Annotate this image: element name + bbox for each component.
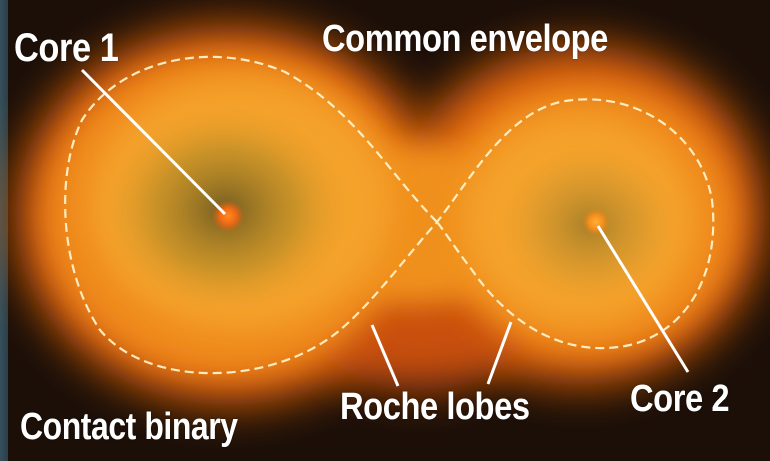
core1-label: Core 1: [14, 28, 118, 68]
core2-spot: [582, 208, 610, 236]
common-envelope-label: Common envelope: [322, 20, 608, 58]
roche-lobes-label: Roche lobes: [340, 388, 530, 426]
contact-binary-label: Contact binary: [20, 408, 238, 446]
core2-label: Core 2: [630, 380, 729, 418]
